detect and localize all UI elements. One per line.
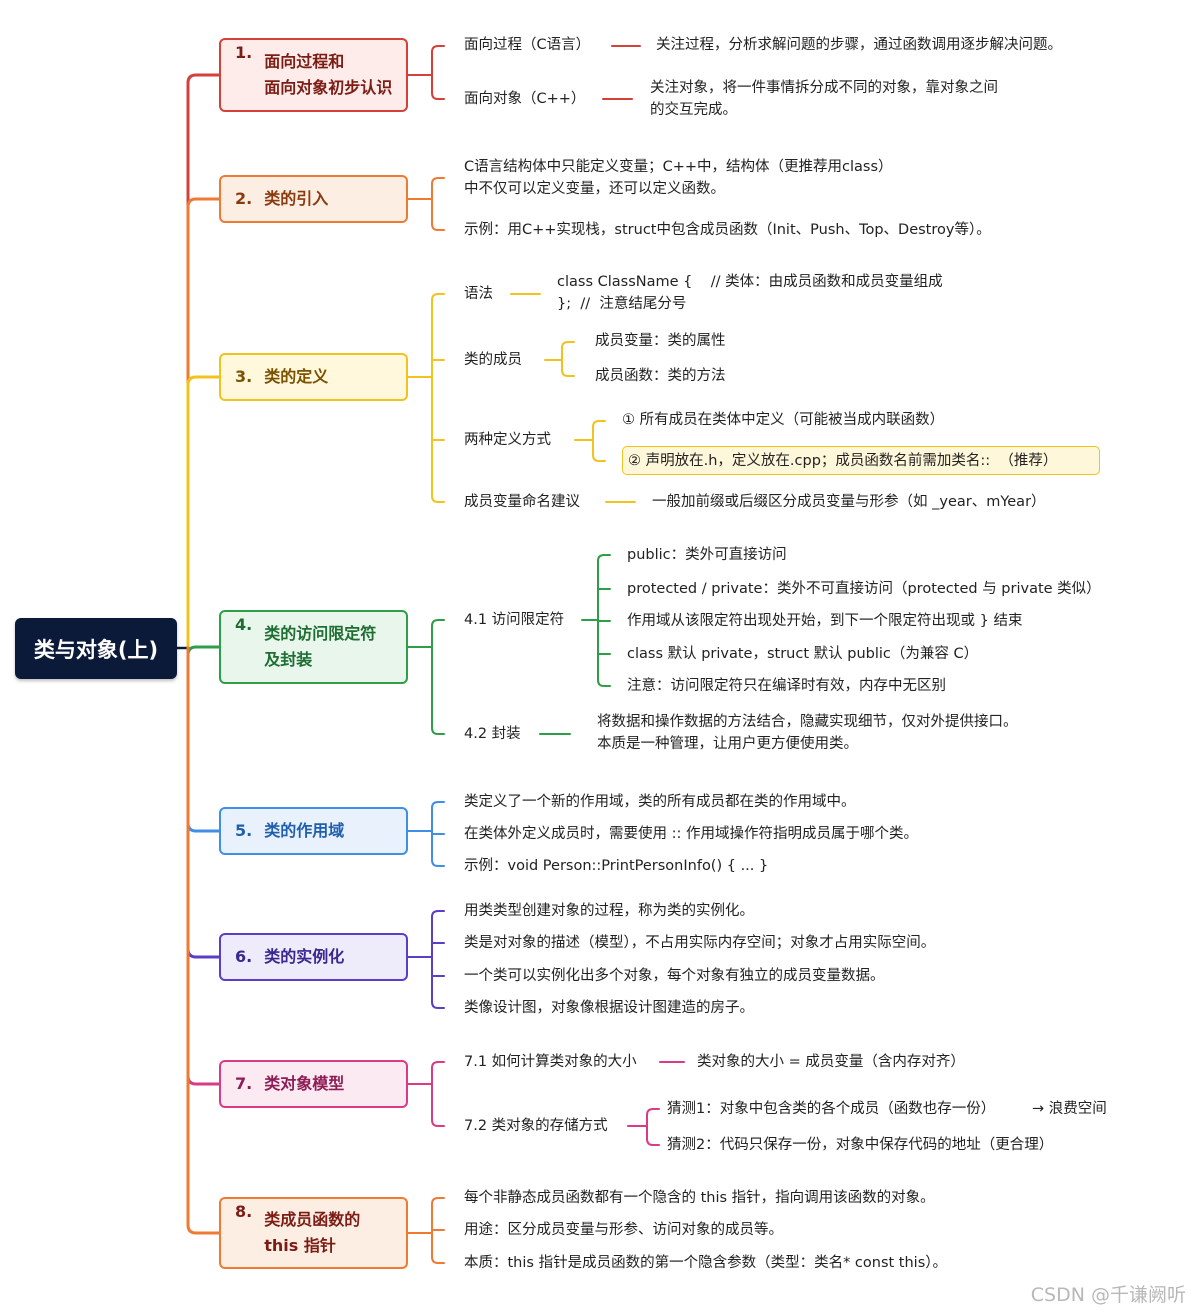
leaf-procedural-desc: 关注过程，分析求解问题的步骤，通过函数调用逐步解决问题。 xyxy=(656,37,1062,53)
connector-line xyxy=(592,420,606,462)
connector-line xyxy=(431,293,445,503)
branch-label: 类的引入 xyxy=(264,189,329,208)
leaf-member-variables: 成员变量：类的属性 xyxy=(595,333,726,349)
connector-line xyxy=(431,1061,445,1127)
leaf-member-functions: 成员函数：类的方法 xyxy=(595,368,726,384)
branch-object-model[interactable]: 7. 类对象模型 xyxy=(219,1060,408,1108)
leaf-inst-4: 类像设计图，对象像根据设计图建造的房子。 xyxy=(464,1000,754,1016)
branch-label: 类的访问限定符 及封装 xyxy=(264,624,377,669)
leaf-members: 类的成员 xyxy=(464,352,522,368)
branch-number: 7. xyxy=(235,1074,253,1093)
leaf-stack-example: 示例：用C++实现栈，struct中包含成员函数（Init、Push、Top、D… xyxy=(464,222,991,238)
branch-label: 类的定义 xyxy=(264,367,329,386)
connector-line xyxy=(186,646,221,1086)
branch-class-definition[interactable]: 3. 类的定义 xyxy=(219,353,408,401)
leaf-inst-2: 类是对对象的描述（模型），不占用实际内存空间；对象才占用实际空间。 xyxy=(464,935,936,951)
connector-line xyxy=(431,910,445,1009)
leaf-guess-1-note: → 浪费空间 xyxy=(1032,1101,1107,1117)
leaf-object-size: 7.1 如何计算类对象的大小 xyxy=(464,1054,637,1070)
branch-this-pointer[interactable]: 8. 类成员函数的 this 指针 xyxy=(219,1197,408,1269)
leaf-inst-1: 用类类型创建对象的过程，称为类的实例化。 xyxy=(464,903,754,919)
branch-label: 类对象模型 xyxy=(264,1074,345,1093)
connector-line xyxy=(186,375,221,650)
connector-line xyxy=(186,646,221,833)
branch-number: 2. xyxy=(235,189,253,208)
connector-line xyxy=(431,45,445,100)
branch-number: 5. xyxy=(235,821,253,840)
leaf-naming-desc: 一般加前缀或后缀区分成员变量与形参（如 _year、mYear） xyxy=(652,494,1046,510)
branch-number: 4. xyxy=(235,615,253,634)
leaf-definition-ways: 两种定义方式 xyxy=(464,432,551,448)
leaf-guess-2: 猜测2：代码只保存一份，对象中保存代码的地址（更合理） xyxy=(667,1137,1054,1153)
leaf-guess-1: 猜测1：对象中包含类的各个成员（函数也存一份） xyxy=(667,1101,996,1117)
leaf-way-inline: ① 所有成员在类体中定义（可能被当成内联函数） xyxy=(622,412,945,428)
connector-line xyxy=(431,619,445,735)
branch-class-scope[interactable]: 5. 类的作用域 xyxy=(219,807,408,855)
branch-label: 面向过程和 面向对象初步认识 xyxy=(264,52,393,97)
branch-label: 类的作用域 xyxy=(264,821,345,840)
leaf-storage: 7.2 类对象的存储方式 xyxy=(464,1118,608,1134)
leaf-this-2: 用途：区分成员变量与形参、访问对象的成员等。 xyxy=(464,1222,783,1238)
connector-line xyxy=(186,73,221,650)
branch-number: 3. xyxy=(235,367,253,386)
branch-instantiation[interactable]: 6. 类的实例化 xyxy=(219,933,408,981)
connector-line xyxy=(186,646,221,1235)
connector-line xyxy=(646,1108,660,1146)
leaf-this-3: 本质：this 指针是成员函数的第一个隐含参数（类型：类名* const thi… xyxy=(464,1255,948,1271)
branch-number: 6. xyxy=(235,947,253,966)
branch-oop-intro[interactable]: 1. 面向过程和 面向对象初步认识 xyxy=(219,38,408,112)
leaf-inst-3: 一个类可以实例化出多个对象，每个对象有独立的成员变量数据。 xyxy=(464,968,885,984)
branch-label: 类成员函数的 this 指针 xyxy=(264,1210,361,1255)
watermark: CSDN @千谦阙听 xyxy=(1030,1284,1186,1306)
leaf-object-oriented-desc: 关注对象，将一件事情拆分成不同的对象，靠对象之间 的交互完成。 xyxy=(650,80,998,118)
leaf-procedural: 面向过程（C语言） xyxy=(464,37,591,53)
connector-line xyxy=(186,645,221,656)
leaf-syntax: 语法 xyxy=(464,286,493,302)
leaf-way-split: ② 声明放在.h，定义放在.cpp；成员函数名前需加类名:: （推荐） xyxy=(628,453,1058,469)
leaf-access-specifiers: 4.1 访问限定符 xyxy=(464,612,565,628)
leaf-public: public：类外可直接访问 xyxy=(627,547,787,563)
branch-class-intro[interactable]: 2. 类的引入 xyxy=(219,175,408,223)
connector-line xyxy=(431,177,445,231)
leaf-this-1: 每个非静态成员函数都有一个隐含的 this 指针，指向调用该函数的对象。 xyxy=(464,1190,935,1206)
leaf-encapsulation: 4.2 封装 xyxy=(464,726,521,742)
leaf-protected-private: protected / private：类外不可直接访问（protected 与… xyxy=(627,581,1101,597)
connector-line xyxy=(186,646,221,959)
leaf-object-oriented: 面向对象（C++） xyxy=(464,91,586,107)
leaf-encapsulation-desc: 将数据和操作数据的方法结合，隐藏实现细节，仅对外提供接口。 本质是一种管理，让用… xyxy=(597,714,1018,752)
connector-line xyxy=(561,341,575,377)
connector-line xyxy=(186,197,221,650)
root-node[interactable]: 类与对象(上) xyxy=(15,618,177,679)
leaf-struct-note: C语言结构体中只能定义变量；C++中，结构体（更推荐用class） 中不仅可以定… xyxy=(464,159,893,197)
branch-label: 类的实例化 xyxy=(264,947,345,966)
leaf-naming: 成员变量命名建议 xyxy=(464,494,580,510)
leaf-specifier-scope: 作用域从该限定符出现处开始，到下一个限定符出现或 } 结束 xyxy=(627,613,1023,629)
leaf-object-size-desc: 类对象的大小 = 成员变量（含内存对齐） xyxy=(697,1054,965,1070)
leaf-scope-1: 类定义了一个新的作用域，类的所有成员都在类的作用域中。 xyxy=(464,794,856,810)
leaf-default-access: class 默认 private，struct 默认 public（为兼容 C） xyxy=(627,646,979,662)
branch-number: 8. xyxy=(235,1202,253,1221)
branch-access-encapsulation[interactable]: 4. 类的访问限定符 及封装 xyxy=(219,610,408,684)
leaf-compile-time-note: 注意：访问限定符只在编译时有效，内存中无区别 xyxy=(627,678,946,694)
leaf-scope-3: 示例：void Person::PrintPersonInfo() { ... … xyxy=(464,858,769,874)
branch-number: 1. xyxy=(235,43,253,62)
leaf-syntax-code: class ClassName { // 类体：由成员函数和成员变量组成 }; … xyxy=(557,274,943,312)
highlight-box xyxy=(622,446,1100,475)
leaf-scope-2: 在类体外定义成员时，需要使用 :: 作用域操作符指明成员属于哪个类。 xyxy=(464,826,918,842)
